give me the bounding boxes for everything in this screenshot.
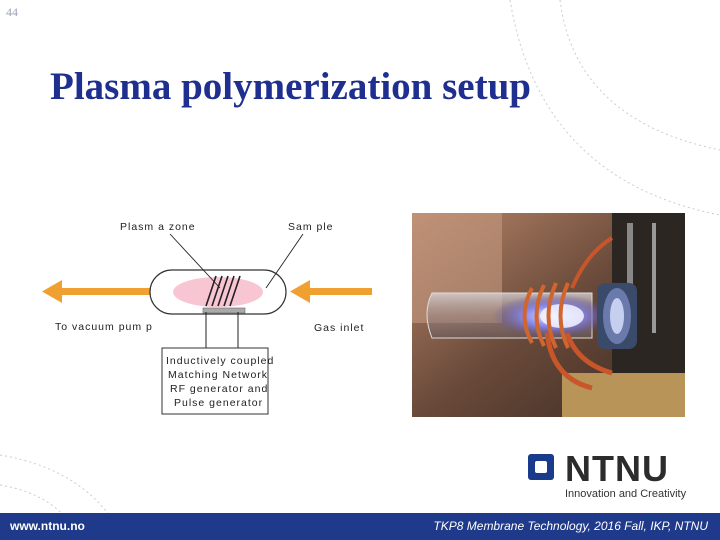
sample xyxy=(202,307,246,314)
vacuum-arrow xyxy=(42,280,150,303)
plasma-zone xyxy=(173,277,263,307)
gas-inlet-label: Gas inlet xyxy=(314,322,364,334)
box-line-4: Pulse generator xyxy=(174,397,263,409)
footer-bar: www.ntnu.no TKP8 Membrane Technology, 20… xyxy=(0,513,720,540)
slide-title: Plasma polymerization setup xyxy=(50,65,531,108)
box-line-2: Matching Network xyxy=(168,369,268,381)
ntnu-logo: NTNU Innovation and Creativity xyxy=(528,448,708,504)
rf-coil xyxy=(205,275,241,307)
generator-box xyxy=(161,347,269,415)
vacuum-pump-label: To vacuum pum p xyxy=(55,321,153,333)
box-line-3: RF generator and xyxy=(170,383,268,395)
ntnu-logo-mark xyxy=(528,454,554,480)
plasma-setup-diagram: Plasm a zone Sam ple To vacuum pum p Gas… xyxy=(42,221,372,415)
logo-tagline: Innovation and Creativity xyxy=(565,488,687,500)
sample-label: Sam ple xyxy=(288,221,334,233)
box-line-1: Inductively coupled xyxy=(166,355,274,367)
plasma-reactor-photo xyxy=(412,213,685,417)
footer-course: TKP8 Membrane Technology, 2016 Fall, IKP… xyxy=(433,519,708,533)
footer-url[interactable]: www.ntnu.no xyxy=(10,519,85,533)
plasma-zone-label: Plasm a zone xyxy=(120,221,196,233)
logo-name: NTNU xyxy=(565,448,669,489)
gas-inlet-arrow xyxy=(290,280,372,303)
slide-number: 44 xyxy=(6,5,18,19)
